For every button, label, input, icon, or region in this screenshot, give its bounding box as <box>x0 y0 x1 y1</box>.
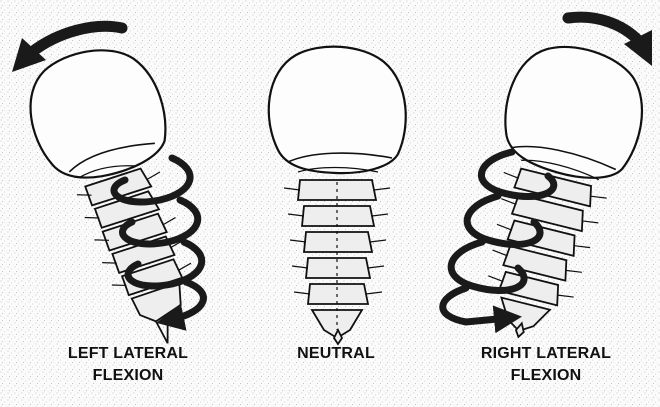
caption-right-line2: FLEXION <box>446 365 646 387</box>
caption-left-line1: LEFT LATERAL <box>28 343 228 365</box>
caption-middle-line1: NEUTRAL <box>236 343 436 365</box>
caption-right-line1: RIGHT LATERAL <box>446 343 646 365</box>
caption-right-lateral-flexion: RIGHT LATERAL FLEXION <box>446 343 646 387</box>
caption-left-line2: FLEXION <box>28 365 228 387</box>
caption-neutral: NEUTRAL <box>236 343 436 365</box>
caption-left-lateral-flexion: LEFT LATERAL FLEXION <box>28 343 228 387</box>
skull-outline <box>269 47 406 173</box>
